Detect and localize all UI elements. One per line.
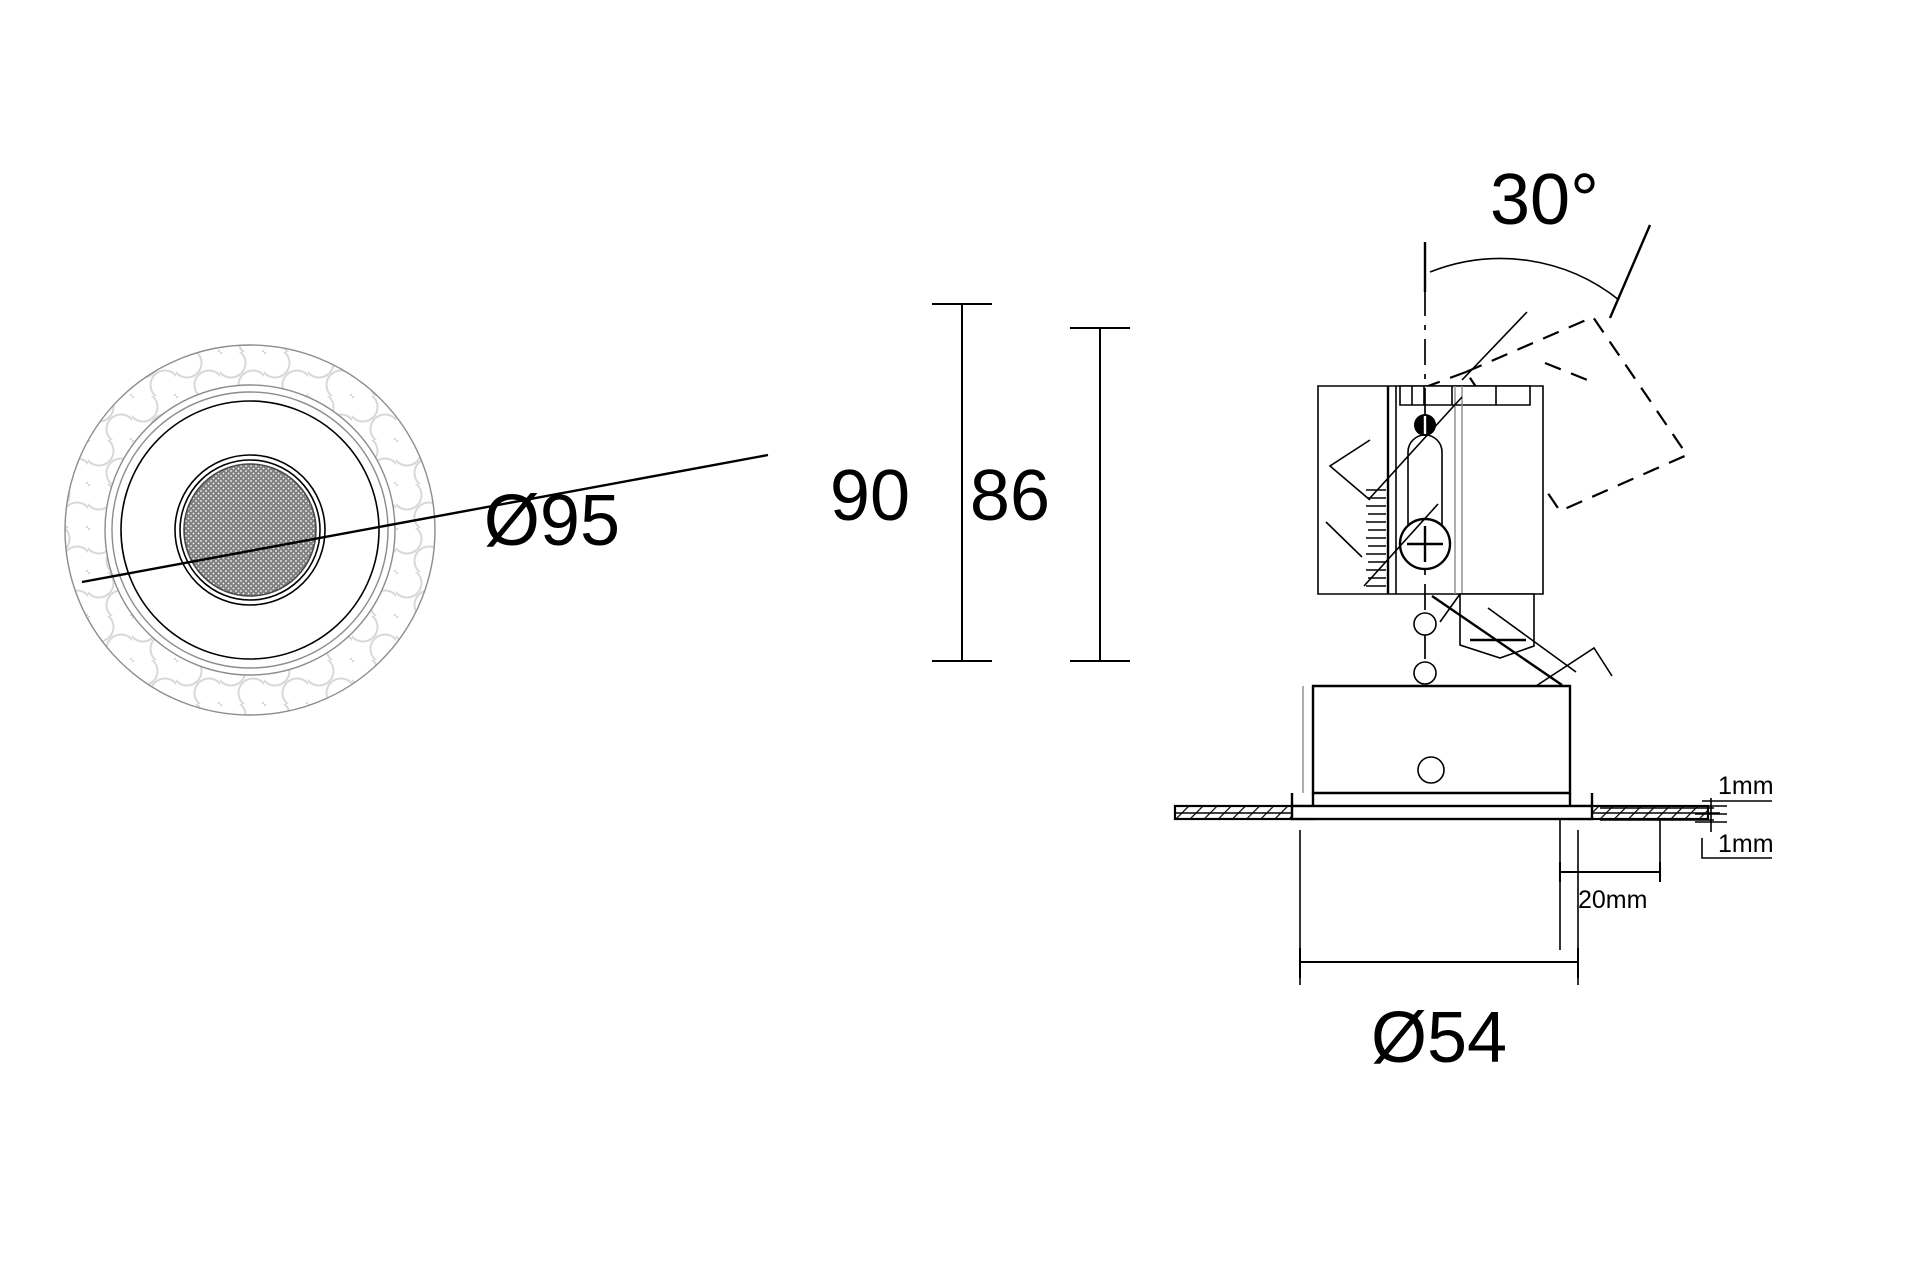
pivot-hole-upper <box>1413 612 1437 636</box>
dimension-bezel-diameter-54: Ø54 <box>1299 830 1579 1078</box>
label-diameter-95: Ø95 <box>484 481 620 561</box>
dimension-recess-depth-86: 86 <box>970 327 1130 662</box>
label-20mm: 20mm <box>1578 886 1647 914</box>
tilt-ray-1 <box>1369 396 1463 499</box>
detent-teeth <box>1366 489 1386 587</box>
tilt-pointer-left <box>1328 439 1371 501</box>
pivot-hole-lower <box>1413 661 1437 685</box>
trim-flange <box>1290 804 1594 821</box>
label-1mm-top: 1mm <box>1718 772 1774 800</box>
reflector-snout <box>1459 593 1535 659</box>
outer-plaster-ring <box>64 344 436 716</box>
label-diameter-54: Ø54 <box>1371 998 1507 1078</box>
detail-callout-20mm: 20mm <box>1559 820 1661 950</box>
label-height-86: 86 <box>970 456 1050 536</box>
thickness-symbol <box>1695 798 1727 832</box>
led-emitter <box>183 463 317 597</box>
side-view <box>1173 290 1720 821</box>
ceiling-plane <box>1173 793 1720 821</box>
underline-1mm-bottom <box>1701 838 1772 859</box>
plaster-ring-step <box>111 391 389 669</box>
bezel-centre-hole <box>1417 756 1445 784</box>
tilted-head-box <box>1464 315 1689 513</box>
label-angle-30: 30° <box>1490 160 1599 240</box>
detail-callout-1mm: 1mm 1mm <box>1600 772 1774 859</box>
tilt-ray-3 <box>1461 311 1528 381</box>
aperture-inner-ring <box>174 454 326 606</box>
swing-guide-b <box>1487 607 1577 673</box>
label-height-90: 90 <box>830 456 910 536</box>
leader-line-d95 <box>81 453 769 584</box>
swing-guide-a <box>1431 595 1563 686</box>
aperture-outer-ring <box>120 400 380 660</box>
front-view: Ø95 <box>64 344 769 716</box>
swing-arrow-outer <box>1535 646 1613 687</box>
lens-retaining-ring <box>179 459 321 601</box>
plaster-ring-inner-edge <box>104 384 396 676</box>
label-1mm-bottom: 1mm <box>1718 830 1774 858</box>
angle-annotation-30: 30° <box>1423 160 1652 319</box>
tilt-ray-2 <box>1363 503 1439 587</box>
dimension-overall-height-90: 90 <box>830 303 992 662</box>
angle-arc <box>1429 257 1620 301</box>
lamp-head-cap <box>1399 385 1531 406</box>
angle-ray-30 <box>1608 224 1652 319</box>
tilted-head-rib <box>1544 361 1596 385</box>
tilt-pointer-ray <box>1325 521 1363 558</box>
